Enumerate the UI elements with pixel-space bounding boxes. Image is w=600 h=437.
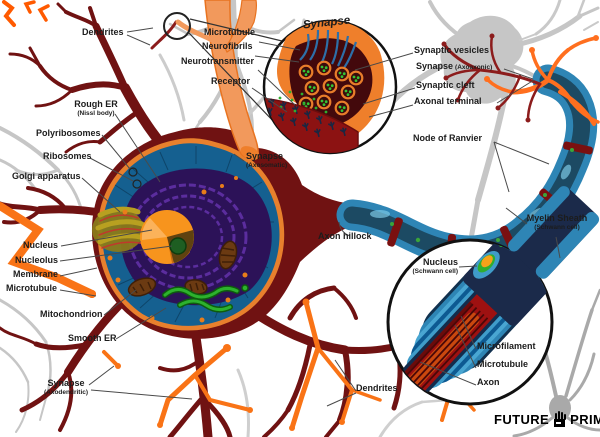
- golgi-apparatus: [92, 206, 147, 252]
- magnifier-circle: [163, 12, 283, 125]
- label-nucleus-schwann: Nucleus(Schwann cell): [412, 257, 458, 275]
- ribosome-dots: [107, 176, 248, 323]
- label-axon-hillock: Axon hillock: [318, 231, 372, 241]
- polyribosome-marker: [128, 167, 138, 177]
- future-primate-logo: FUTURE PRIMATE: [494, 411, 600, 428]
- label-neurotransmitter: Neurotransmitter: [181, 56, 255, 66]
- label-synaptic-cleft: Synaptic cleft: [416, 80, 475, 90]
- label-myelin-sheath: Myelin Sheath(Schwann cell): [526, 213, 588, 231]
- nucleolus-graphic: [169, 237, 187, 255]
- neurotransmitter-dots: [278, 90, 328, 114]
- label-node-of-ranvier: Node of Ranvier: [413, 133, 483, 143]
- label-ribosomes: Ribosomes: [43, 151, 92, 161]
- label-neurofibrils: Neurofibrils: [202, 41, 253, 51]
- label-synapse-axosomatic: Synapse(Axosomatic): [246, 151, 288, 169]
- label-dendrites-top: Dendrites: [82, 27, 124, 37]
- label-microtubule-left: Microtubule: [6, 283, 57, 293]
- label-synaptic-vesicles: Synaptic vesicles: [414, 45, 490, 55]
- label-nucleus: Nucleus: [23, 240, 59, 250]
- inset-connector: [508, 186, 600, 279]
- label-smooth-er: Smooth ER: [68, 333, 117, 343]
- axosomatic-synapse-bulb: [240, 146, 260, 160]
- fist-icon: [554, 411, 567, 427]
- label-mitochondrion: Mitochondrion: [40, 309, 103, 319]
- neurofibrils-graphic: [299, 29, 358, 69]
- nucleus-graphic: [140, 210, 194, 264]
- label-synapse-axodendritic: Synapse(Axodendritic): [43, 378, 89, 396]
- label-dendrites-bottom: Dendrites: [356, 383, 398, 393]
- label-axonal-terminal: Axonal terminal: [414, 96, 482, 106]
- ribosome-marker: [132, 179, 142, 189]
- label-nucleolus: Nucleolus: [15, 255, 59, 265]
- logo-text-right: PRIMATE: [570, 412, 600, 427]
- label-microfilament: Microfilament: [477, 341, 536, 351]
- leader-lines: [59, 27, 561, 407]
- soma: [91, 127, 353, 339]
- label-synapse-axoaxonic: Synapse(Axoaxonic): [416, 61, 493, 71]
- label-microtubule-inset: Microtubule: [477, 359, 528, 369]
- label-membrane: Membrane: [13, 269, 59, 279]
- label-golgi-apparatus: Golgi apparatus: [12, 171, 81, 181]
- smooth-er: [162, 284, 249, 313]
- label-microtubule-top: Microtubule: [204, 27, 255, 37]
- schwann-nucleus-graphic: [481, 255, 493, 268]
- logo-text-left: FUTURE: [494, 412, 550, 427]
- label-polyribosomes: Polyribosomes: [36, 128, 101, 138]
- far-neuron-dendrites: [441, 33, 542, 123]
- synapse-inset: [262, 19, 398, 155]
- label-receptor: Receptor: [211, 76, 251, 86]
- label-axon: Axon: [477, 377, 500, 387]
- incoming-axon: [175, 0, 260, 160]
- label-rough-er: Rough ER(Nissl body): [74, 99, 118, 117]
